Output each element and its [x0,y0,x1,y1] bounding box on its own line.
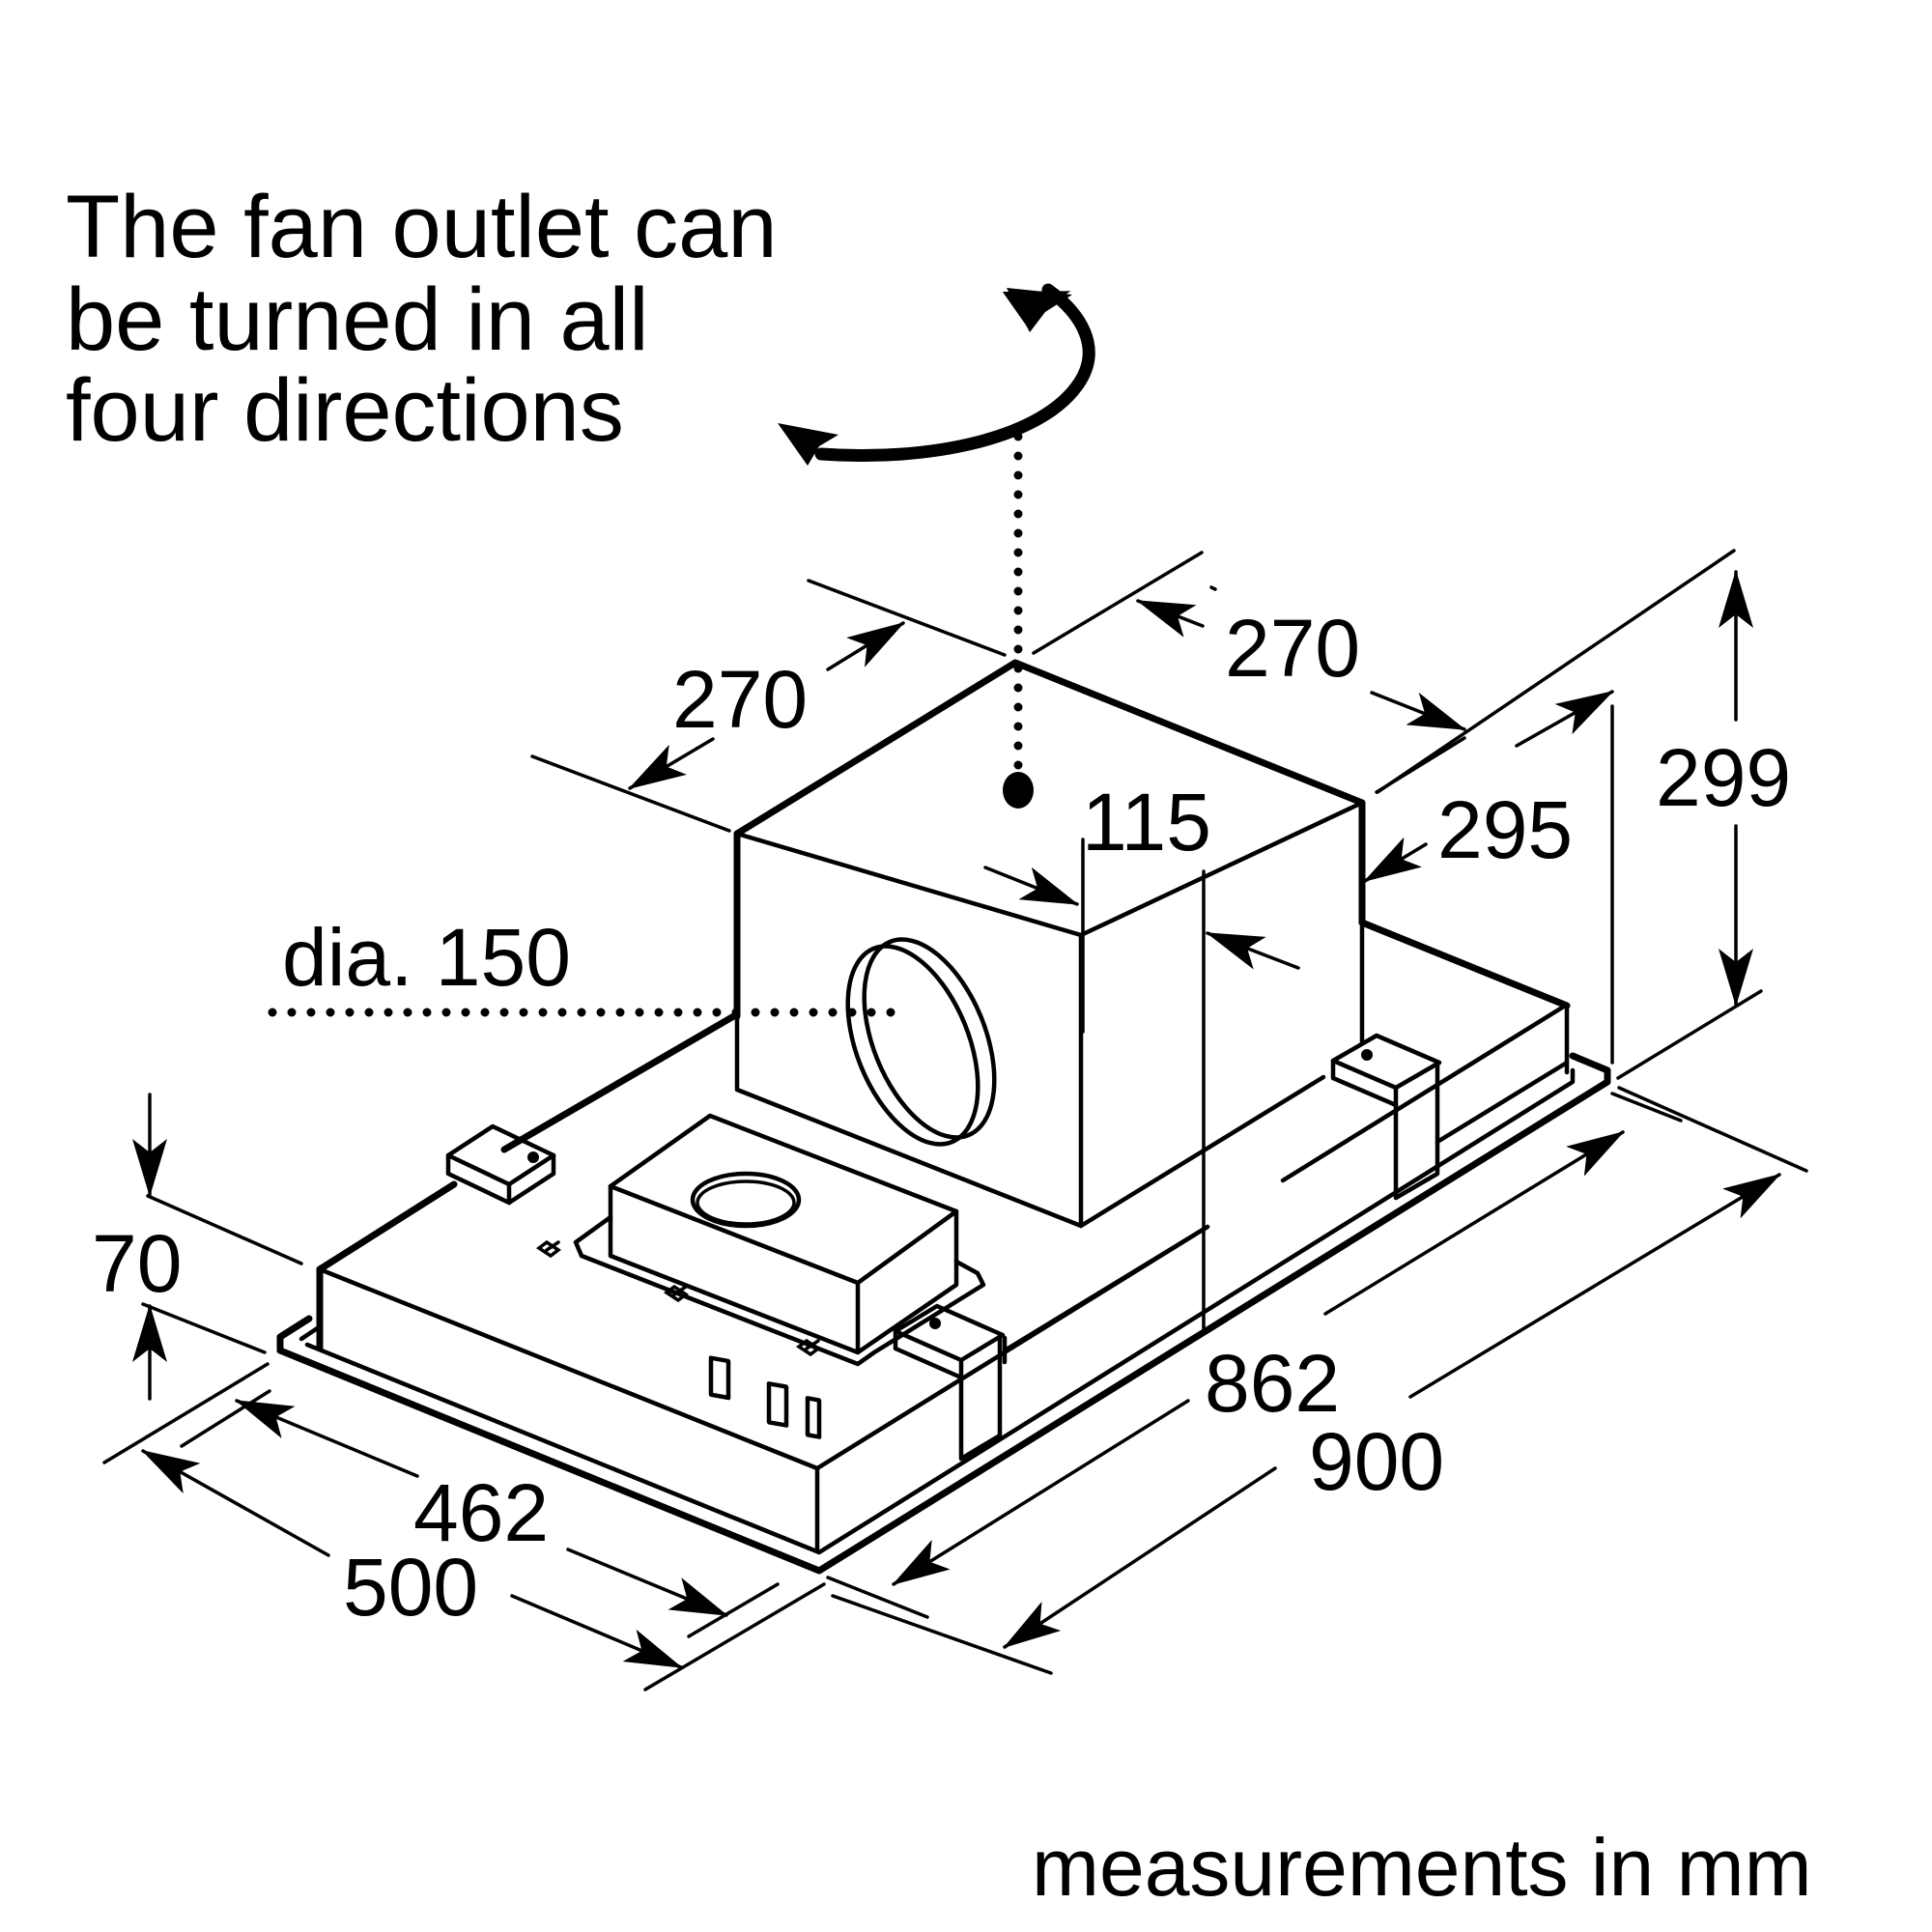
note-line-1: The fan outlet can [66,178,778,276]
dim-outlet-height-label: 295 [1437,784,1573,875]
round-outlet [845,937,997,1147]
dim-inner-depth-label: 462 [413,1467,549,1558]
dim-outlet-offset: 115 [983,777,1300,1330]
dim-outlet-depth-ext [1376,549,1736,794]
dim-base-height: 70 [92,1093,303,1401]
dim-outer-width-label: 900 [1309,1416,1444,1507]
fan-outlet-box [733,659,1366,1229]
axis-center-dot [1003,772,1034,809]
dim-diameter: dia. 150 [268,912,901,1017]
dim-total-height: 299 [1616,570,1791,1080]
dim-outlet-depth: 270 [1032,551,1466,794]
dim-outlet-width-label: 270 [672,654,808,745]
units-footer: measurements in mm [1032,1822,1812,1913]
dim-outer-depth-label: 500 [343,1542,478,1633]
dim-diameter-label: dia. 150 [282,912,571,1003]
mounting-bracket-right-front [893,1303,1006,1462]
dim-outlet-width: 270 [530,579,1007,833]
dim-outlet-height: 295 [1363,690,1614,1065]
mounting-bracket-left [445,1123,556,1206]
dim-base-height-label: 70 [92,1218,182,1309]
dim-width: 862 900 [826,1086,1808,1675]
mounting-bracket-right-back [1330,1033,1442,1201]
dim-total-height-label: 299 [1656,732,1791,823]
rotation-arrow-icon [778,283,1095,466]
dim-depth: 462 500 [102,1362,826,1691]
note-line-2: be turned in all [66,270,649,369]
dim-inner-width-label: 862 [1205,1338,1340,1429]
note-line-3: four directions [66,361,624,460]
dim-outlet-depth-label: 270 [1225,603,1360,694]
dim-outlet-offset-label: 115 [1082,777,1211,867]
control-module [535,1113,986,1439]
base-body [316,919,1571,1553]
rotation-note: The fan outlet can be turned in all four… [66,178,778,460]
rotation-axis [1003,432,1034,809]
